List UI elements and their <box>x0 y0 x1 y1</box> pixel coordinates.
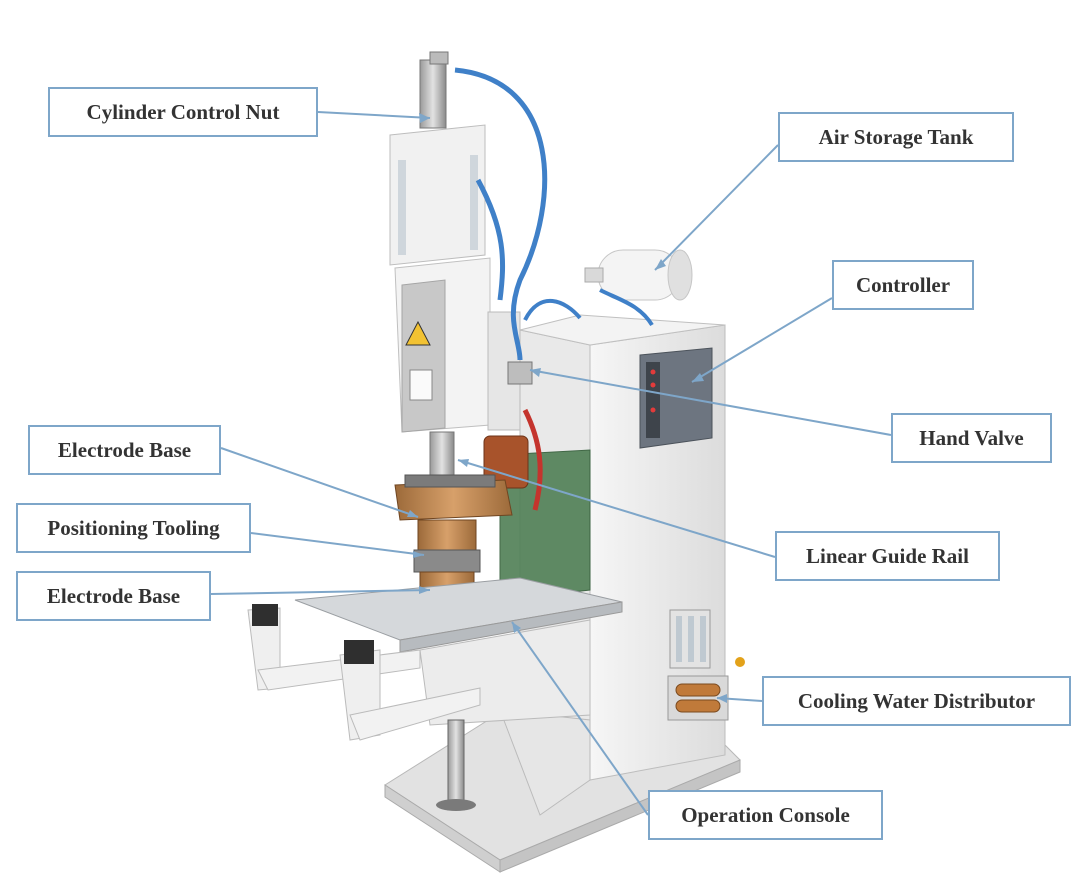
flow-meters <box>669 609 711 669</box>
leader-lines <box>210 111 892 816</box>
leader-positioning-tooling <box>250 532 425 556</box>
label-electrode-base-upper: Electrode Base <box>28 425 221 475</box>
air-hose <box>454 67 548 361</box>
leader-linear-guide-rail <box>457 459 776 558</box>
label-air-storage-tank: Air Storage Tank <box>778 112 1014 162</box>
leader-cylinder-control-nut <box>317 111 431 119</box>
leader-air-storage-tank <box>654 144 779 271</box>
piston-rod <box>429 431 455 483</box>
cooling-water-distributor <box>667 657 745 721</box>
label-hand-valve: Hand Valve <box>891 413 1052 463</box>
leader-electrode-base-upper <box>220 447 419 518</box>
label-operation-console: Operation Console <box>648 790 883 840</box>
label-electrode-base-lower: Electrode Base <box>16 571 211 621</box>
leader-electrode-base-lower <box>210 589 431 595</box>
hand-valve <box>507 361 533 385</box>
leader-arrowheads <box>407 113 727 703</box>
leader-operation-console <box>511 621 649 816</box>
label-controller: Controller <box>832 260 974 310</box>
foot-switch-arms <box>247 604 481 741</box>
upper-electrode-base <box>394 474 513 521</box>
controller-panel <box>639 347 713 449</box>
label-cylinder-control-nut: Cylinder Control Nut <box>48 87 318 137</box>
leader-hand-valve <box>529 369 892 436</box>
pneumatic-cylinder <box>389 51 491 433</box>
label-linear-guide-rail: Linear Guide Rail <box>775 531 1000 581</box>
label-cooling-water-distributor: Cooling Water Distributor <box>762 676 1071 726</box>
label-positioning-tooling: Positioning Tooling <box>16 503 251 553</box>
leader-controller <box>691 297 833 383</box>
lift-column <box>447 719 465 811</box>
